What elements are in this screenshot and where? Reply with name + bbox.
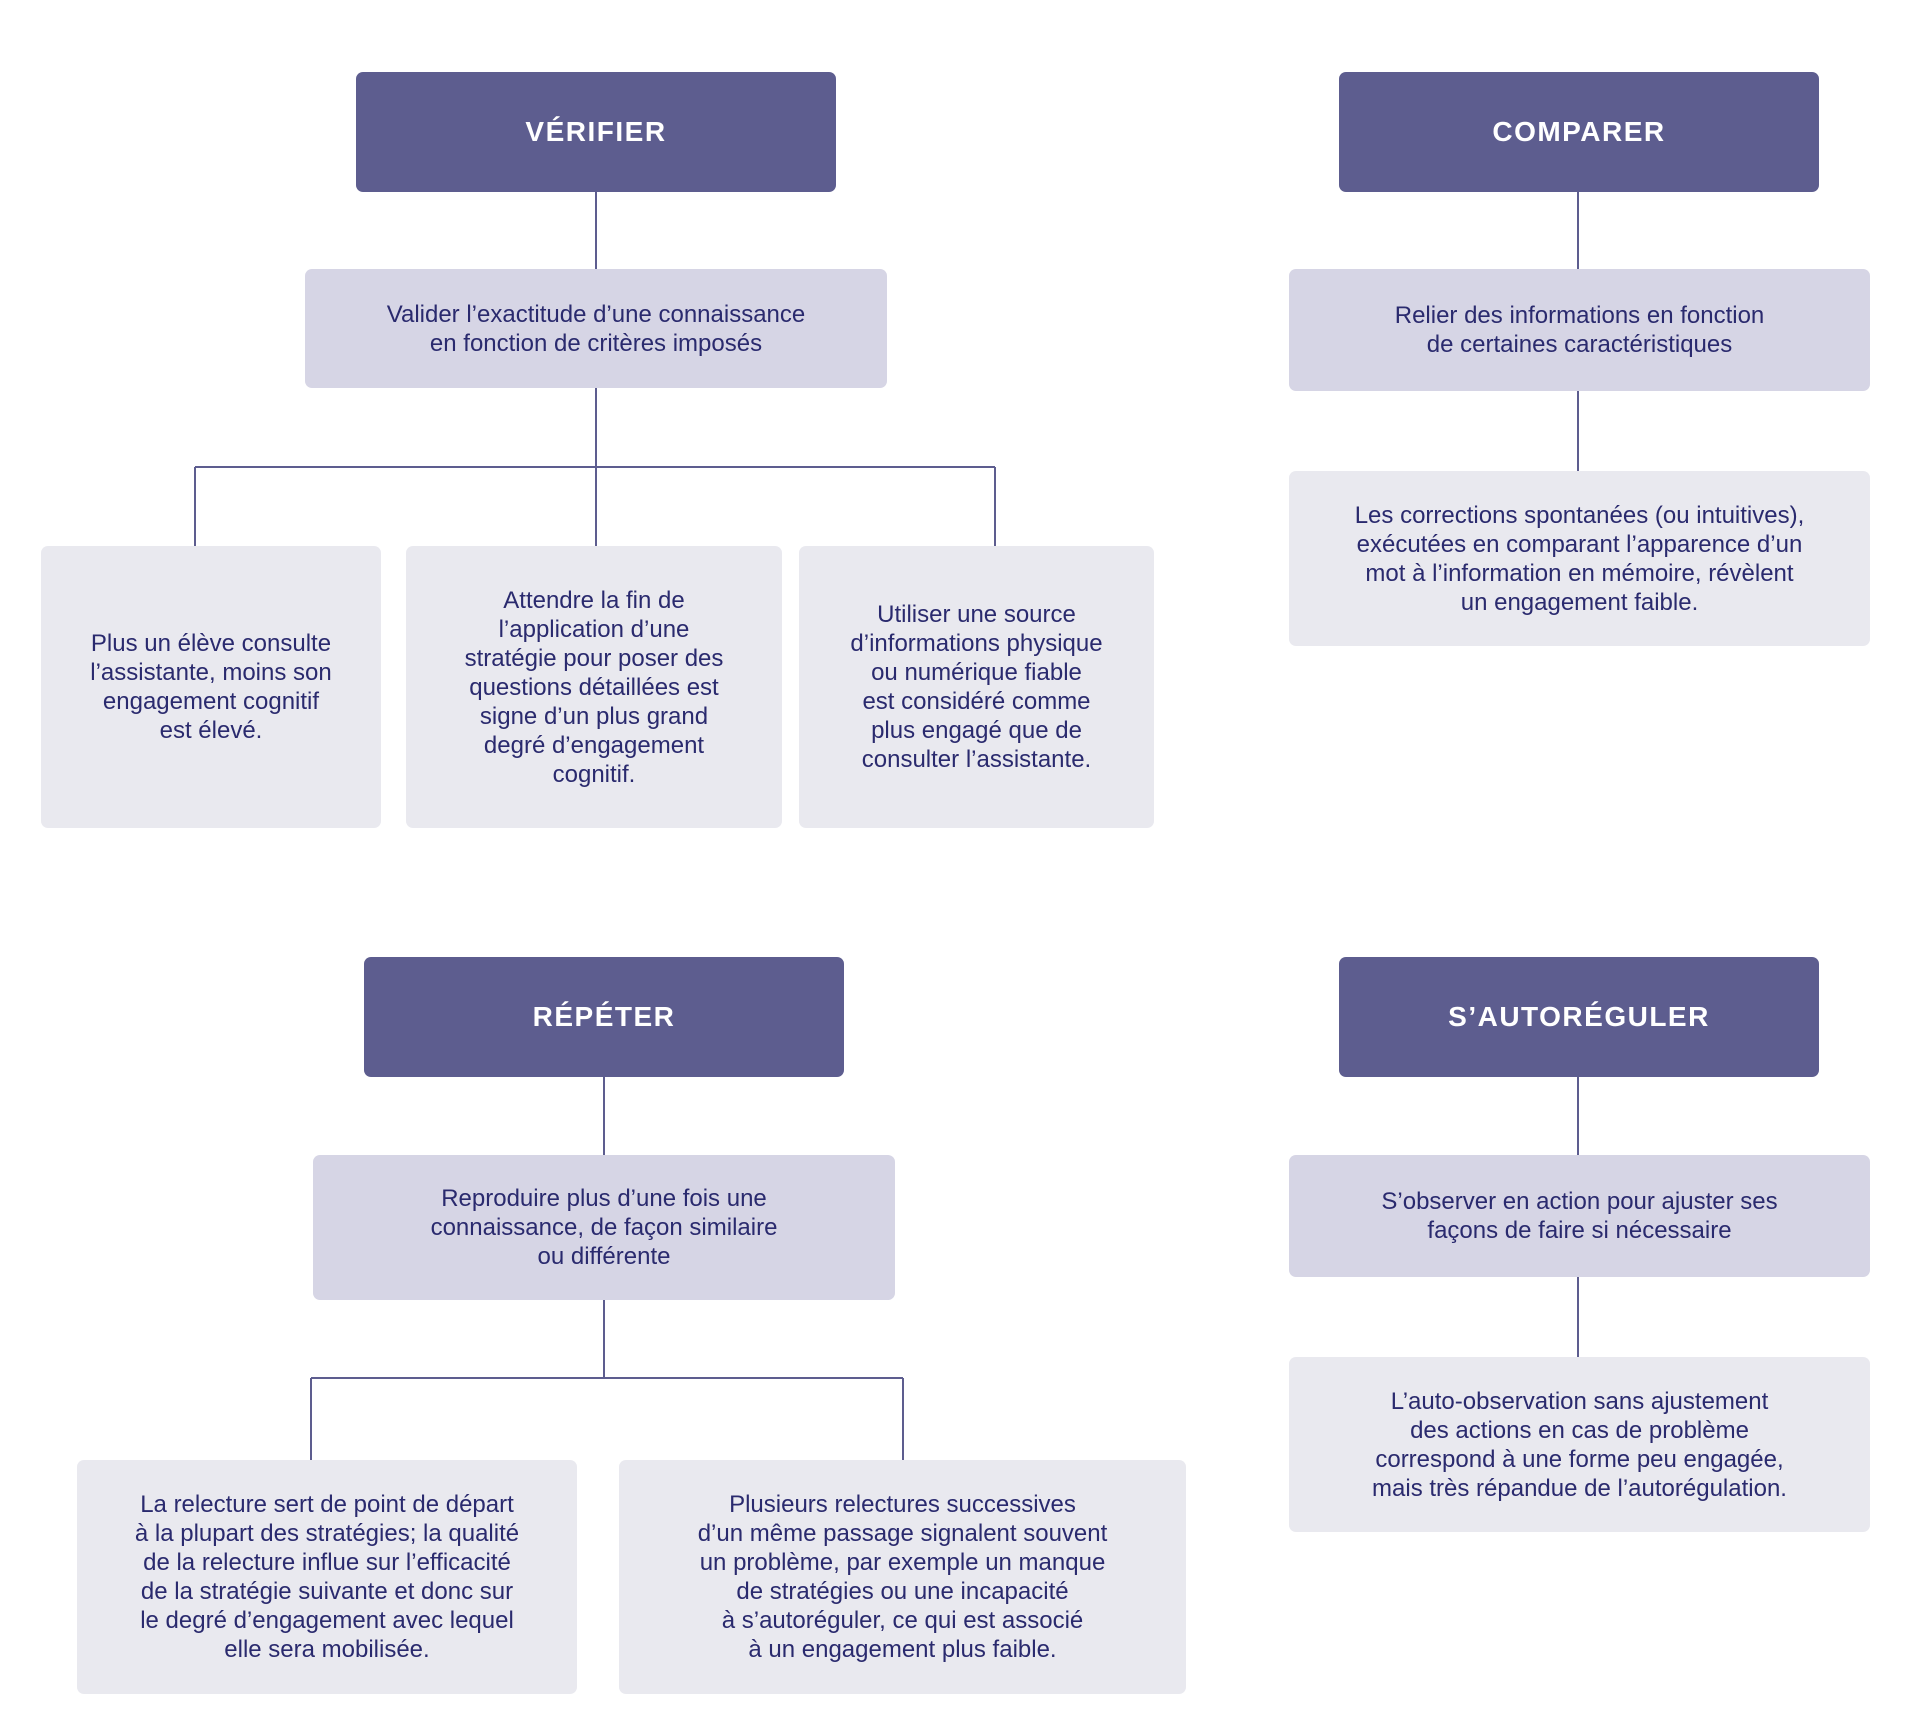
verifier-detail-wait-questions: Attendre la fin de l’application d’une s… (406, 546, 782, 828)
autoreguler-definition: S’observer en action pour ajuster ses fa… (1289, 1155, 1870, 1277)
autoreguler-header: S’AUTORÉGULER (1339, 957, 1819, 1077)
repeter-detail-rereading: La relecture sert de point de départ à l… (77, 1460, 577, 1694)
comparer-detail-spontaneous-corrections: Les corrections spontanées (ou intuitive… (1289, 471, 1870, 646)
autoreguler-detail-self-observation: L’auto-observation sans ajustement des a… (1289, 1357, 1870, 1532)
verifier-header: VÉRIFIER (356, 72, 836, 192)
comparer-definition: Relier des informations en fonction de c… (1289, 269, 1870, 391)
verifier-detail-reliable-source: Utiliser une source d’informations physi… (799, 546, 1154, 828)
verifier-definition: Valider l’exactitude d’une connaissance … (305, 269, 887, 388)
repeter-detail-successive-rereadings: Plusieurs relectures successives d’un mê… (619, 1460, 1186, 1694)
repeter-definition: Reproduire plus d’une fois une connaissa… (313, 1155, 895, 1300)
comparer-header: COMPARER (1339, 72, 1819, 192)
verifier-detail-consult-assistant: Plus un élève consulte l’assistante, moi… (41, 546, 381, 828)
repeter-header: RÉPÉTER (364, 957, 844, 1077)
